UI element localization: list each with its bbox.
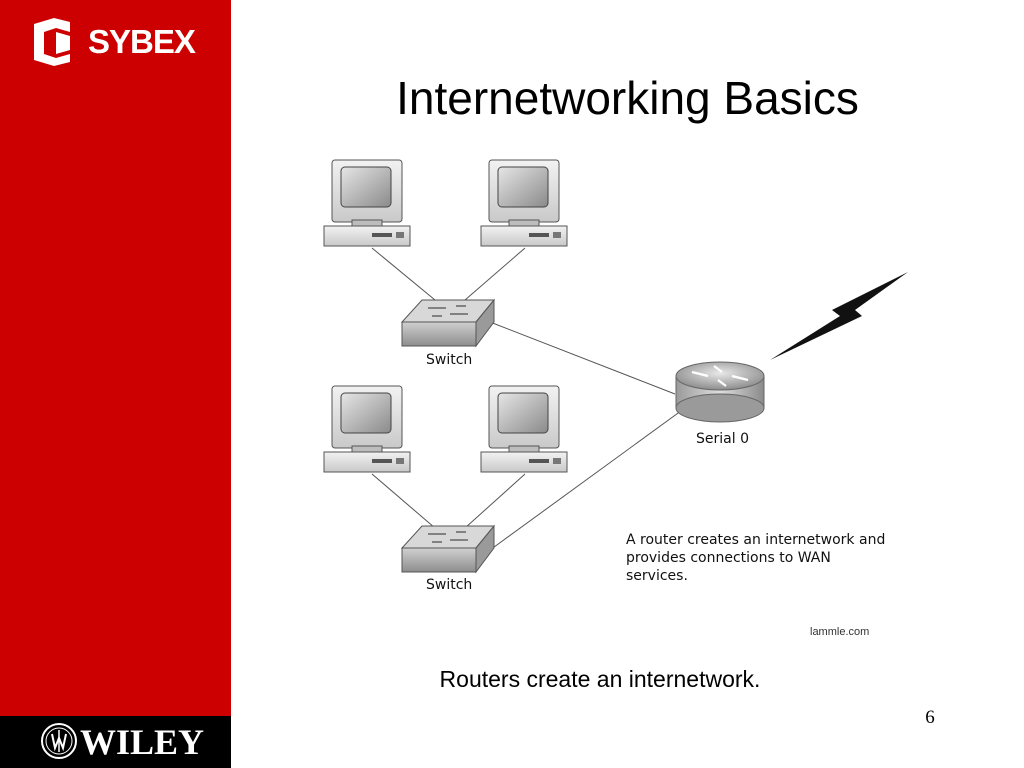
slide-caption: Routers create an internetwork.: [439, 666, 761, 692]
switch-icon: [400, 298, 496, 348]
link-pc2-switch1: [464, 247, 526, 301]
sidebar-panel: [0, 0, 231, 716]
wiley-wordmark: WILEY: [80, 722, 205, 762]
link-pc4-switch2: [464, 473, 526, 529]
router-icon: [675, 361, 765, 423]
sybex-logo-icon: [34, 18, 70, 66]
computer-icon: [323, 385, 411, 473]
link-pc1-switch1: [371, 247, 436, 301]
switch-bottom-label: Switch: [426, 577, 472, 593]
diagram-note-line-3: services.: [626, 568, 688, 584]
router-label: Serial 0: [696, 431, 749, 447]
network-diagram: Switch Switch Serial 0 A router creates …: [323, 159, 908, 638]
wan-lightning-icon: [770, 272, 908, 360]
diagram-note-line-2: provides connections to WAN: [626, 550, 831, 566]
link-pc3-switch2: [371, 473, 436, 529]
slide-title: Internetworking Basics: [396, 72, 859, 124]
diagram-credit: lammle.com: [810, 626, 869, 638]
sybex-wordmark: SYBEX: [88, 23, 196, 60]
switch-top-label: Switch: [426, 352, 472, 368]
page-number: 6: [925, 707, 935, 728]
footer-bar: [0, 716, 231, 768]
link-switch2-router: [489, 407, 686, 551]
switch-icon: [400, 524, 496, 574]
wiley-seal-icon: [41, 723, 77, 759]
link-switch1-router: [489, 321, 676, 395]
computer-icon: [323, 159, 411, 247]
diagram-note-line-1: A router creates an internetwork and: [626, 532, 885, 548]
computer-icon: [480, 159, 568, 247]
computer-icon: [480, 385, 568, 473]
